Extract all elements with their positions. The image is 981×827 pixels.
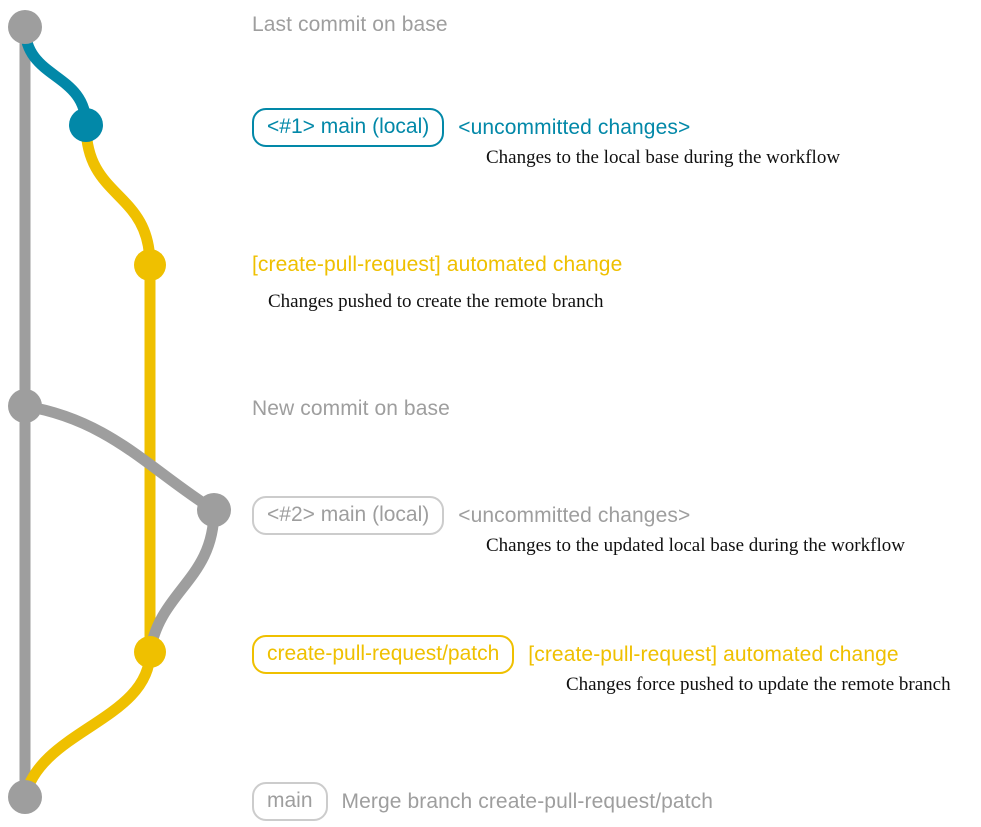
- row-headline: New commit on base: [252, 397, 450, 420]
- commit-node-base-head[interactable]: [8, 10, 42, 44]
- row-headline: [create-pull-request] automated change: [528, 642, 899, 666]
- branch-pill-create-pull-request-patch[interactable]: create-pull-request/patch: [252, 635, 515, 674]
- updated-local-branch-line: [19, 400, 220, 516]
- row-description-local-1: Changes to the local base during the wor…: [486, 147, 841, 168]
- row-headline: <uncommitted changes>: [458, 115, 691, 139]
- row-headline: <uncommitted changes>: [458, 503, 691, 527]
- row-remote-create-commit: [create-pull-request] automated change: [252, 252, 622, 278]
- pill-and-headline: main Merge branch create-pull-request/pa…: [252, 782, 713, 821]
- row-headline: Last commit on base: [252, 13, 448, 36]
- commit-graph: [8, 10, 231, 814]
- commit-node-local-2[interactable]: [197, 493, 231, 527]
- row-local-commit-1: <#1> main (local) <uncommitted changes>: [252, 108, 690, 147]
- pill-and-headline: create-pull-request/patch [create-pull-r…: [252, 635, 899, 674]
- row-new-commit-on-base: New commit on base: [252, 396, 450, 422]
- commit-node-remote-create[interactable]: [134, 249, 166, 281]
- branch-pill-local-2[interactable]: <#2> main (local): [252, 496, 445, 535]
- pill-and-headline: <#1> main (local) <uncommitted changes>: [252, 108, 690, 147]
- branch-pill-local-1[interactable]: <#1> main (local): [252, 108, 445, 147]
- row-description-remote-create: Changes pushed to create the remote bran…: [268, 291, 604, 312]
- commit-node-local-1[interactable]: [69, 108, 103, 142]
- commit-node-base-new[interactable]: [8, 389, 42, 423]
- row-headline: [create-pull-request] automated change: [252, 253, 623, 276]
- commit-node-remote-force[interactable]: [134, 636, 166, 668]
- row-remote-force-commit: create-pull-request/patch [create-pull-r…: [252, 635, 899, 674]
- row-local-commit-2: <#2> main (local) <uncommitted changes>: [252, 496, 690, 535]
- row-merge-commit: main Merge branch create-pull-request/pa…: [252, 782, 713, 821]
- commit-node-base-merge[interactable]: [8, 780, 42, 814]
- force-push-line: [144, 504, 220, 658]
- row-last-commit-on-base: Last commit on base: [252, 12, 448, 38]
- row-description-local-2: Changes to the updated local base during…: [486, 535, 905, 556]
- branch-pill-main[interactable]: main: [252, 782, 328, 821]
- pill-and-headline: <#2> main (local) <uncommitted changes>: [252, 496, 690, 535]
- row-headline: Merge branch create-pull-request/patch: [341, 789, 714, 813]
- row-description-remote-force: Changes force pushed to update the remot…: [566, 674, 951, 695]
- merge-line: [19, 646, 156, 803]
